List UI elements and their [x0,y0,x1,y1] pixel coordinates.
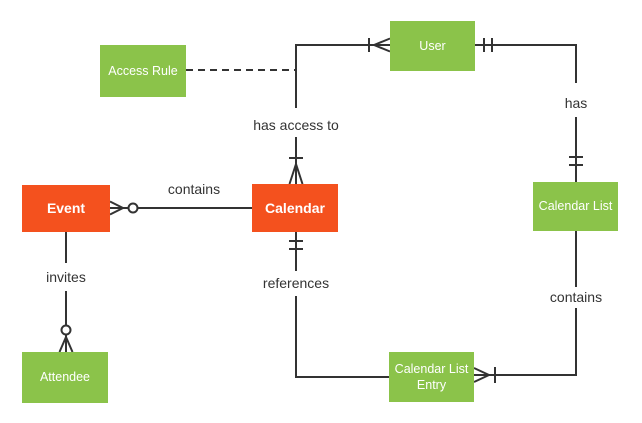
relationship-label-has-access-to: has access to [250,117,342,133]
crowfoot-many-icon [58,336,74,353]
connector-event-invites-attendee [58,232,74,353]
crowfoot-many-icon [473,367,490,383]
cardinality-zero-icon [127,202,139,214]
cardinality-one-and-only-one-icon [569,156,583,166]
crowfoot-many-icon [109,200,124,216]
entity-access-rule-label: Access Rule [108,63,178,78]
entity-event-label: Event [46,200,86,217]
relationship-label-references: references [259,275,333,291]
cardinality-zero-icon [60,324,72,336]
entity-access-rule[interactable]: Access Rule [100,45,186,97]
connector-calendar-contains-event [109,200,252,216]
entity-calendar-label: Calendar [265,199,325,216]
entity-user-label: User [419,38,446,53]
entity-calendar-list-entry-label: Calendar List Entry [394,361,469,392]
cardinality-one-and-only-one-icon [483,38,493,52]
entity-calendar[interactable]: Calendar [252,184,338,232]
relationship-label-invites: invites [43,269,89,285]
entity-event[interactable]: Event [22,185,110,232]
entity-calendar-list-label: Calendar List [538,199,613,214]
relationship-label-contains-entries: contains [546,289,606,305]
entity-calendar-list[interactable]: Calendar List [533,182,618,231]
crowfoot-many-icon [288,163,304,185]
connector-user-has-calendar-list [475,38,583,182]
crowfoot-many-icon [373,37,391,53]
entity-attendee[interactable]: Attendee [22,352,108,403]
connector-calendar-list-contains-entry [473,231,577,383]
entity-calendar-list-entry[interactable]: Calendar List Entry [389,352,474,402]
entity-user[interactable]: User [390,21,475,71]
connector-user-has-access-to-calendar [288,37,391,185]
cardinality-one-and-only-one-icon [289,240,303,250]
relationship-label-contains-events: contains [164,181,224,197]
entity-attendee-label: Attendee [39,370,91,385]
relationship-label-has: has [561,95,591,111]
connector-entry-references-calendar [289,232,389,378]
